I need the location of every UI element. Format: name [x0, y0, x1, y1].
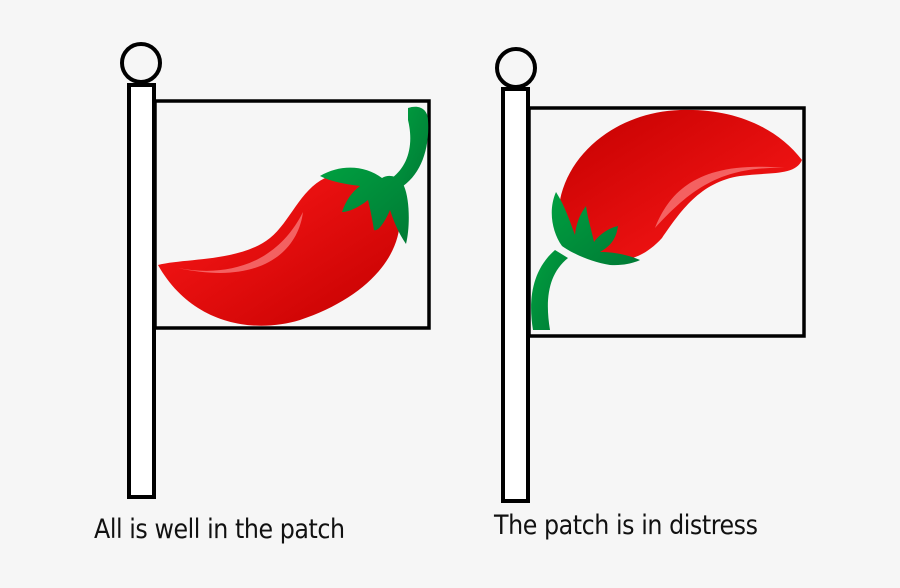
flag-right [495, 47, 806, 503]
pole-finial [120, 42, 162, 84]
flag-pole [127, 83, 156, 499]
chili-pepper-upright-icon [158, 106, 429, 326]
pole-finial [495, 47, 537, 89]
caption-right: The patch is in distress [494, 510, 758, 541]
flag-left [120, 42, 431, 499]
caption-left: All is well in the patch [94, 514, 345, 545]
chili-pepper-inverted-icon [531, 109, 802, 330]
flag-pole [501, 87, 530, 503]
